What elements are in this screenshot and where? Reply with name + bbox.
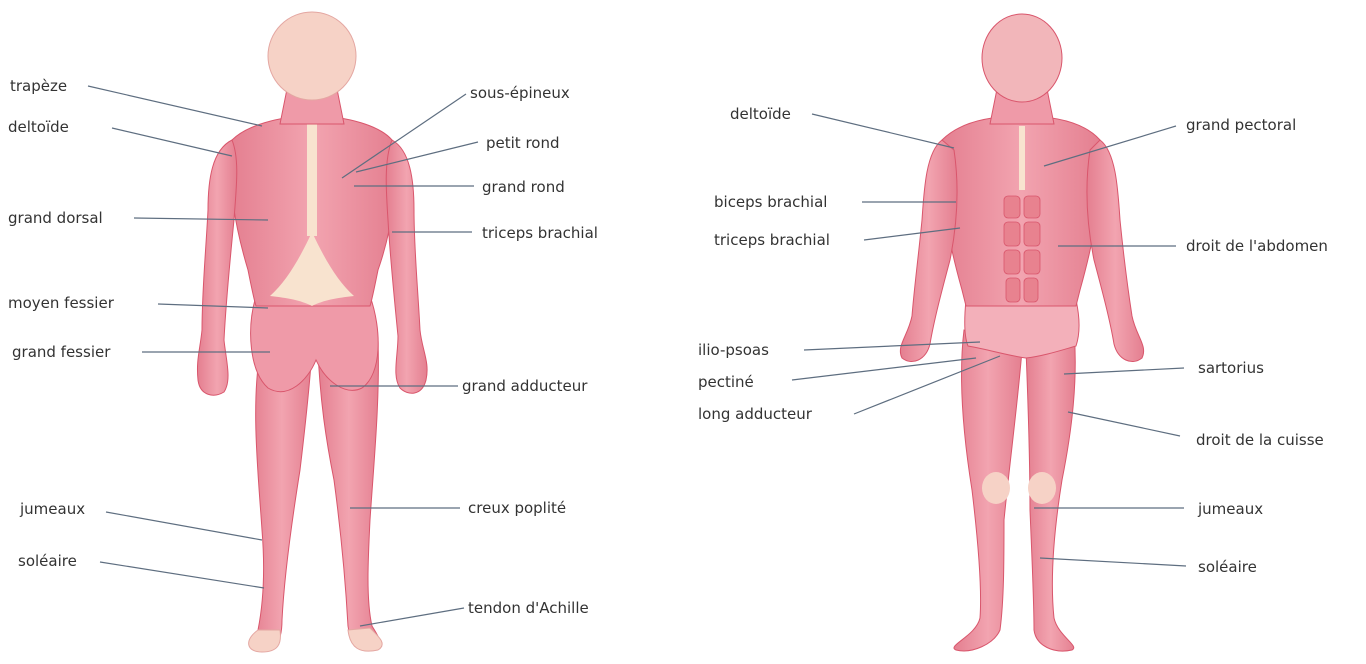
front-right-arm — [1087, 140, 1144, 362]
label-front-droit-cuisse: droit de la cuisse — [1196, 431, 1324, 449]
label-back-petit-rond: petit rond — [486, 134, 560, 152]
label-back-grand-fessier: grand fessier — [12, 343, 110, 361]
label-front-biceps: biceps brachial — [714, 193, 827, 211]
label-front-jumeaux: jumeaux — [1198, 500, 1263, 518]
label-back-creux-poplite: creux poplité — [468, 499, 566, 517]
label-back-sous-epineux: sous-épineux — [470, 84, 570, 102]
label-back-tendon-achille: tendon d'Achille — [468, 599, 589, 617]
label-front-deltoide: deltoïde — [730, 105, 791, 123]
label-back-grand-rond: grand rond — [482, 178, 565, 196]
label-front-soleaire: soléaire — [1198, 558, 1257, 576]
label-front-triceps: triceps brachial — [714, 231, 830, 249]
label-front-grand-pectoral: grand pectoral — [1186, 116, 1296, 134]
front-left-arm — [900, 140, 957, 362]
label-front-ilio-psoas: ilio-psoas — [698, 341, 769, 359]
back-figure — [197, 12, 427, 652]
front-left-knee — [982, 472, 1010, 504]
label-back-grand-dorsal: grand dorsal — [8, 209, 103, 227]
back-left-foot — [249, 630, 281, 652]
front-right-knee — [1028, 472, 1056, 504]
label-back-grand-adducteur: grand adducteur — [462, 377, 587, 395]
front-pelvis — [965, 300, 1079, 358]
back-head — [268, 12, 356, 100]
front-head — [982, 14, 1062, 102]
back-glutes — [251, 296, 379, 392]
label-back-jumeaux: jumeaux — [20, 500, 85, 518]
back-right-foot — [348, 628, 382, 651]
label-back-trapeze: trapèze — [10, 77, 67, 95]
label-back-deltoide: deltoïde — [8, 118, 69, 136]
label-front-sartorius: sartorius — [1198, 359, 1264, 377]
back-left-arm — [197, 140, 236, 395]
label-back-moyen-fessier: moyen fessier — [8, 294, 114, 312]
label-front-droit-abdomen: droit de l'abdomen — [1186, 237, 1328, 255]
label-back-triceps: triceps brachial — [482, 224, 598, 242]
label-front-long-adducteur: long adducteur — [698, 405, 812, 423]
back-right-arm — [386, 140, 427, 393]
front-figure — [900, 14, 1143, 651]
label-back-soleaire: soléaire — [18, 552, 77, 570]
label-front-pectine: pectiné — [698, 373, 754, 391]
